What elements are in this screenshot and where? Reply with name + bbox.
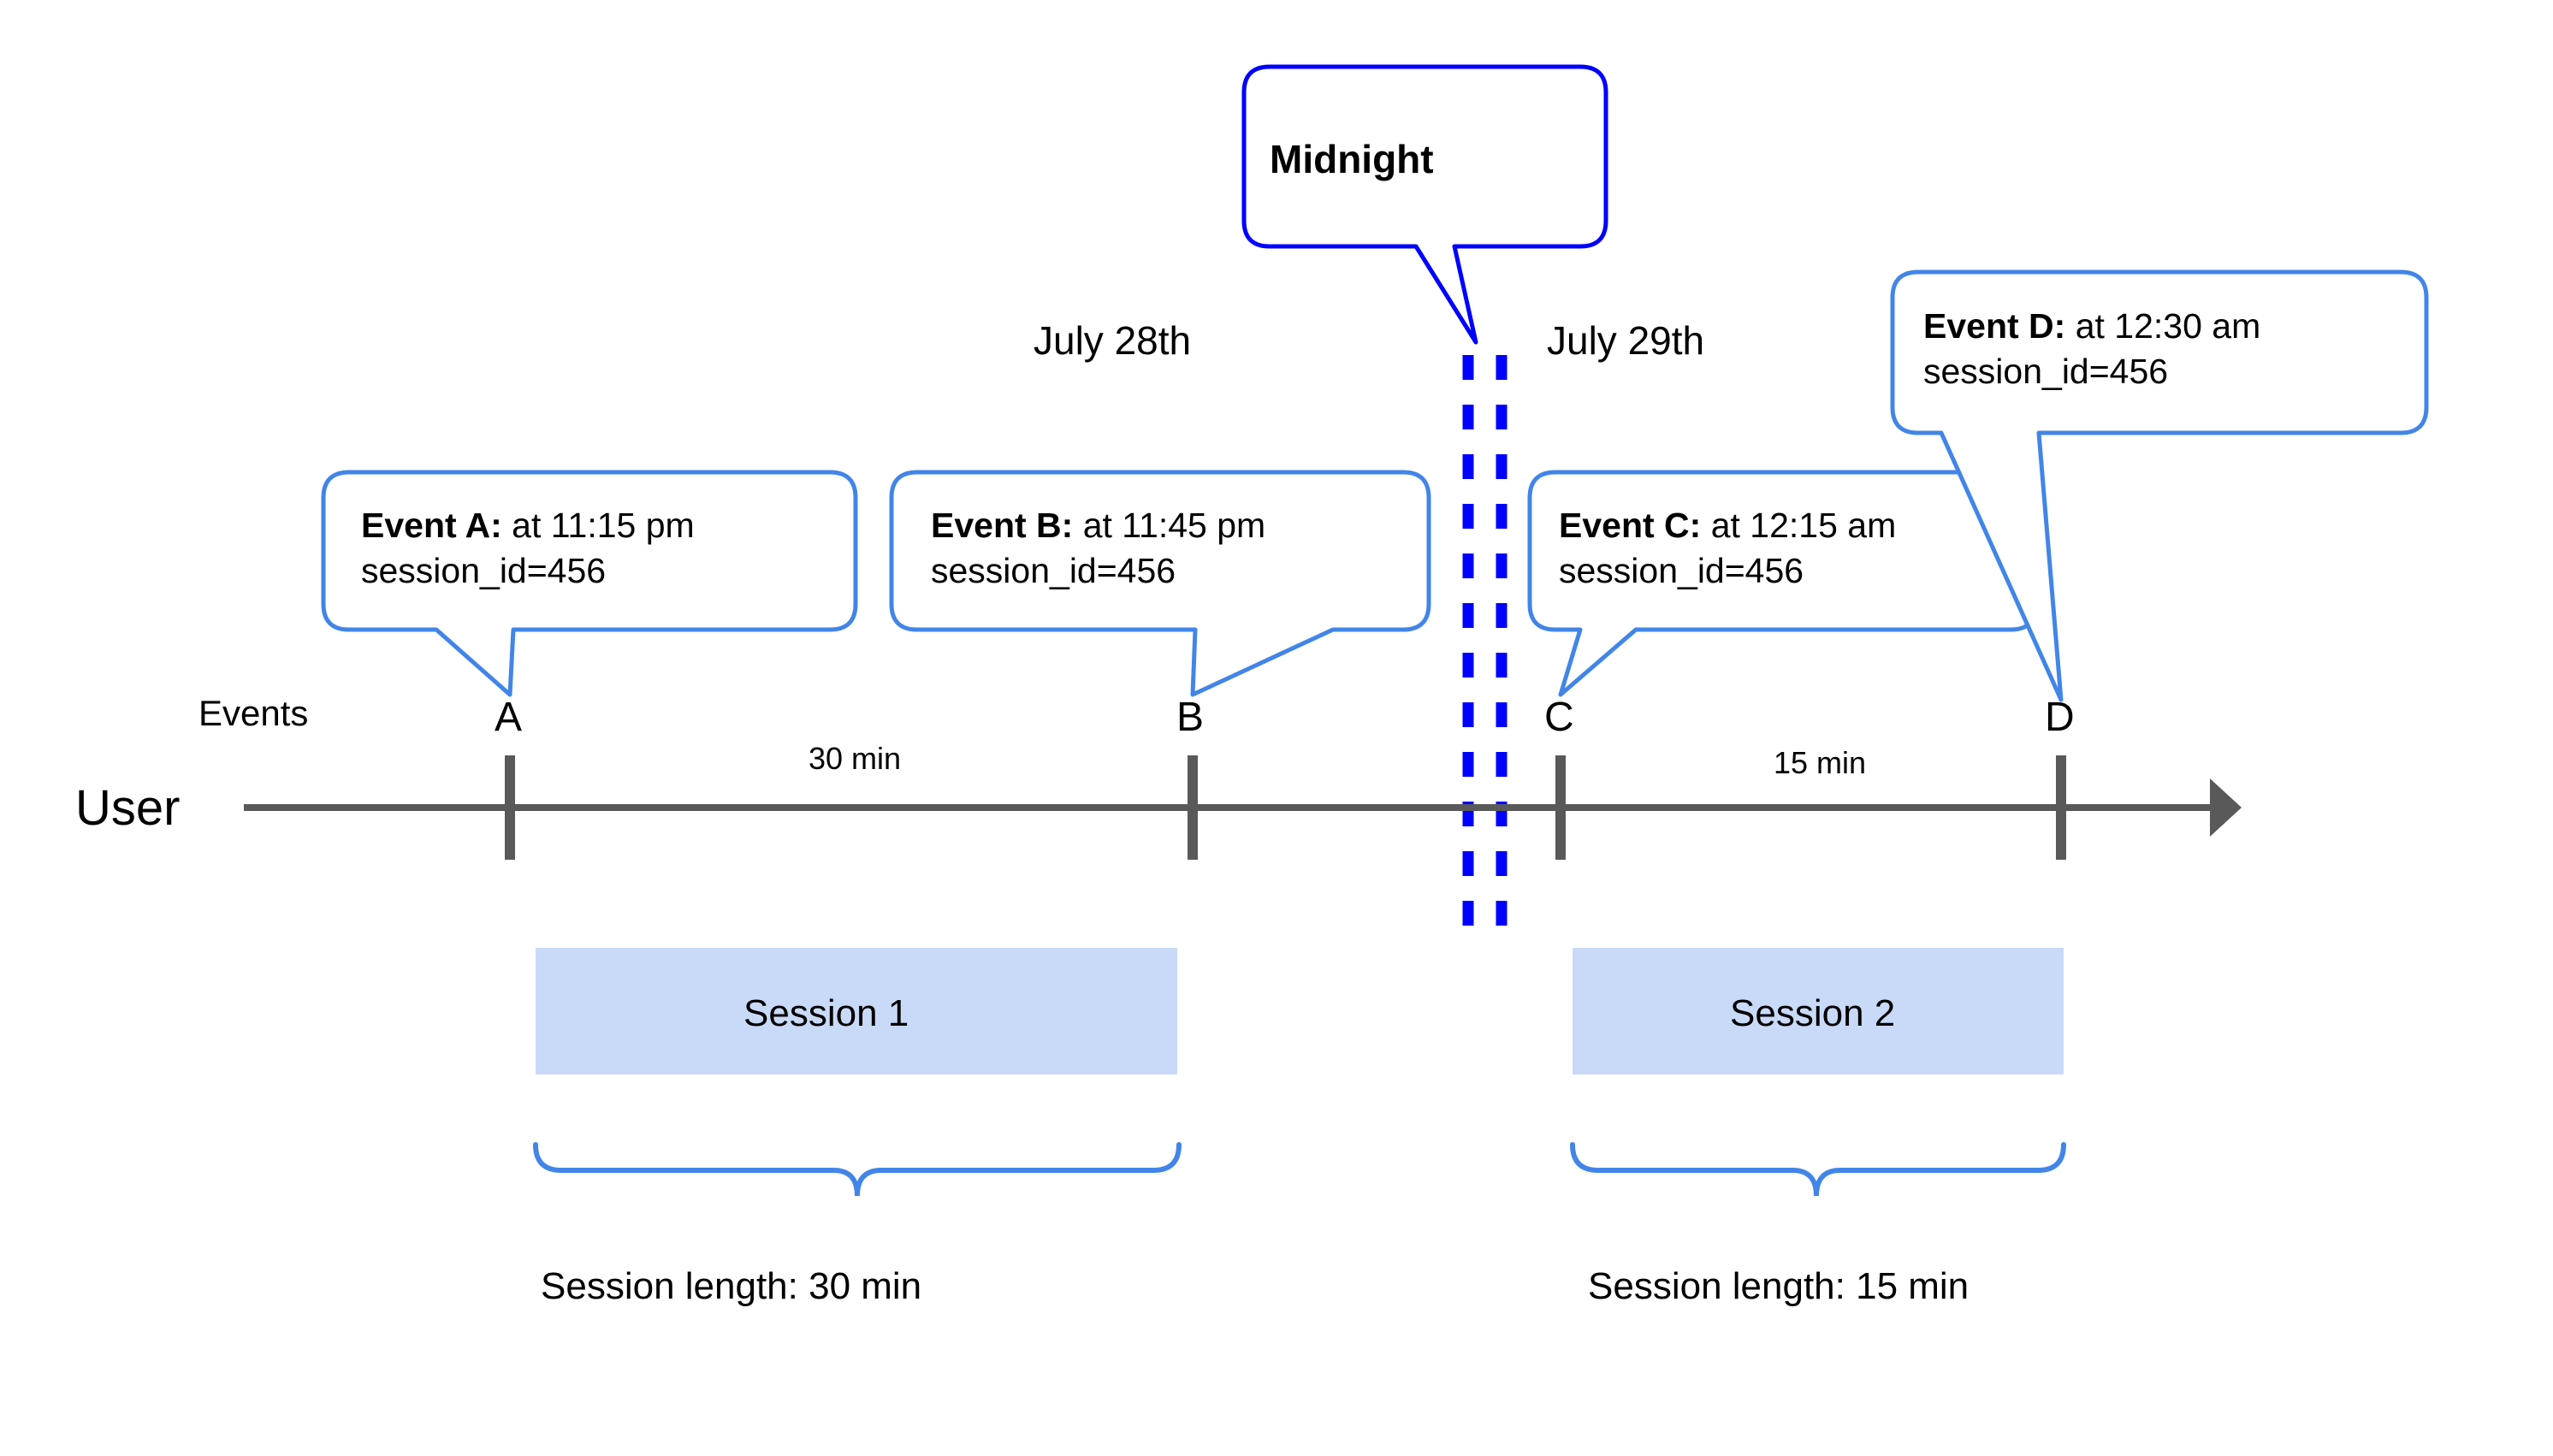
event-b-callout-text: Event B: at 11:45 pm session_id=456: [931, 503, 1265, 595]
timeline-arrow-head: [2210, 778, 2242, 837]
tick-letter-c: C: [1544, 695, 1574, 740]
duration-label-15-min: 15 min: [1774, 745, 1867, 780]
event-d-callout-text: Event D: at 12:30 am session_id=456: [1923, 304, 2260, 395]
event-c-callout-text: Event C: at 12:15 am session_id=456: [1559, 503, 1896, 595]
event-d-callout-shape: [1890, 269, 2429, 702]
session-2-length-label: Session length: 15 min: [1588, 1265, 1970, 1307]
date-label-july-29: July 29th: [1547, 318, 1705, 363]
event-a-callout-shape: [321, 470, 858, 697]
session-2-box: [1573, 948, 2064, 1074]
duration-label-30-min: 30 min: [809, 741, 902, 776]
event-b-detail: at 11:45 pm: [1073, 506, 1266, 545]
tick-letter-d: D: [2045, 695, 2075, 740]
session-2-brace: [1570, 1142, 2066, 1197]
date-label-july-28: July 28th: [1034, 318, 1192, 363]
session-1-length-label: Session length: 30 min: [541, 1265, 922, 1307]
events-row-label: Events: [198, 693, 309, 733]
event-b-session-id: session_id=456: [931, 551, 1176, 591]
event-c-session-id: session_id=456: [1559, 551, 1804, 591]
event-c-title: Event C:: [1559, 506, 1702, 545]
user-row-label: User: [75, 780, 181, 836]
event-a-detail: at 11:15 pm: [501, 506, 695, 545]
event-b-title: Event B:: [931, 506, 1074, 545]
event-a-session-id: session_id=456: [361, 551, 607, 591]
event-c-detail: at 12:15 am: [1701, 506, 1897, 545]
session-1-label: Session 1: [743, 992, 909, 1034]
tick-letter-b: B: [1176, 695, 1205, 740]
event-d-title: Event D:: [1923, 306, 2066, 346]
event-a-callout-text: Event A: at 11:15 pm session_id=456: [361, 503, 695, 595]
event-d-session-id: session_id=456: [1923, 352, 2169, 392]
event-d-detail: at 12:30 am: [2065, 306, 2261, 346]
event-b-callout-shape: [889, 470, 1431, 697]
tick-letter-a: A: [495, 695, 523, 740]
midnight-callout-shape: [1241, 64, 1608, 345]
midnight-label: Midnight: [1270, 137, 1434, 181]
session-2-label: Session 2: [1730, 992, 1896, 1034]
session-1-box: [536, 948, 1177, 1074]
event-a-title: Event A:: [361, 506, 502, 545]
session-1-brace: [533, 1142, 1182, 1197]
